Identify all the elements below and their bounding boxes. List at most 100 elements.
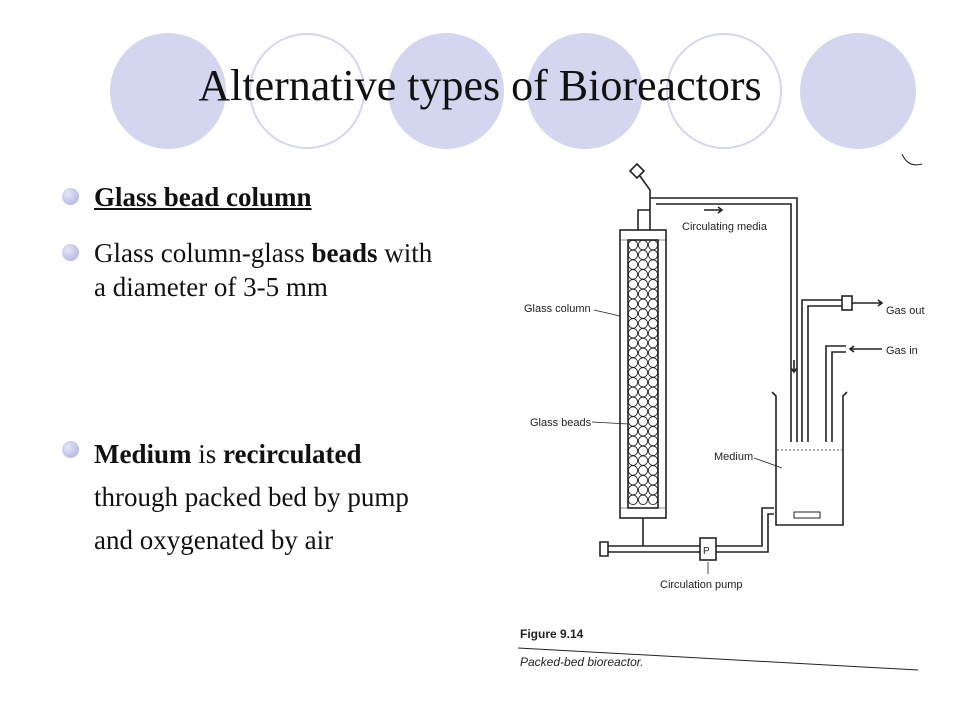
glass-bead <box>647 484 659 496</box>
glass-bead <box>627 435 639 447</box>
glass-bead <box>647 327 659 339</box>
decor-circle-3 <box>388 33 504 149</box>
bullet-recirculated-bold: recirculated <box>223 439 362 469</box>
glass-bead <box>637 465 649 476</box>
label-medium: Medium <box>714 451 753 463</box>
glass-bead <box>627 465 639 476</box>
decor-circle-1 <box>110 33 226 149</box>
glass-bead <box>637 474 649 486</box>
glass-bead <box>637 445 649 457</box>
glass-bead <box>647 278 659 290</box>
glass-bead <box>627 445 639 457</box>
glass-bead <box>647 416 659 427</box>
leader-glass-column <box>593 309 621 317</box>
glass-beads-pack <box>627 239 659 506</box>
bullet-heading-text: Glass bead column <box>94 182 312 212</box>
glass-bead <box>627 288 639 300</box>
glass-bead <box>637 357 649 368</box>
gas-in-arrow-icon <box>848 345 882 353</box>
glass-bead <box>627 327 639 339</box>
circulation-pump-icon <box>699 537 717 561</box>
glass-bead <box>627 308 639 319</box>
glass-bead <box>637 337 649 349</box>
beaker <box>771 391 848 526</box>
glass-bead <box>647 376 659 388</box>
glass-bead <box>647 347 659 359</box>
decor-circle-4 <box>527 33 643 149</box>
glass-bead <box>637 327 649 339</box>
glass-bead <box>627 259 639 270</box>
leader-medium <box>753 457 783 469</box>
glass-bead <box>627 416 639 427</box>
glass-bead <box>627 376 639 388</box>
glass-bead <box>627 367 639 378</box>
glass-bead <box>637 318 649 329</box>
label-gas-in: Gas in <box>886 345 918 357</box>
glass-bead <box>627 318 639 329</box>
glass-bead <box>637 367 649 378</box>
glass-bead <box>627 484 639 496</box>
bullet-medium-bold: Medium <box>94 439 192 469</box>
glass-bead <box>647 396 659 408</box>
packed-bed-bioreactor-figure: Circulating media Glass column Glass bea… <box>490 150 930 690</box>
pump-outlet-pipe <box>716 507 774 553</box>
bullet-beads-text: Glass column-glass beads with a diameter… <box>94 236 439 304</box>
glass-bead <box>627 278 639 290</box>
caption-number: Figure 9.14 <box>520 627 584 641</box>
glass-bead <box>647 465 659 476</box>
glass-bead <box>647 435 659 447</box>
glass-column-inner <box>627 239 659 509</box>
bullet-medium-text: Medium is recirculated through packed be… <box>94 433 439 562</box>
bullet-beads-post: with a diameter of 3-5 mm <box>94 238 433 302</box>
column-hatch <box>620 239 666 509</box>
label-glass-beads: Glass beads <box>530 417 592 429</box>
flow-down-arrow-icon <box>790 360 798 374</box>
glass-bead <box>627 249 639 261</box>
bottom-pipe <box>608 545 700 553</box>
glass-bead <box>637 278 649 290</box>
glass-bead <box>637 416 649 427</box>
caption-text: Packed-bed bioreactor. <box>520 655 644 669</box>
glass-bead <box>637 288 649 300</box>
label-glass-column: Glass column <box>524 303 591 315</box>
return-pipe <box>790 386 798 442</box>
glass-bead <box>627 474 639 486</box>
inlet-valve-icon <box>628 162 646 180</box>
glass-bead <box>647 357 659 368</box>
bullet-medium-mid: is <box>191 439 224 469</box>
glass-bead <box>627 406 639 417</box>
bullet-beads-bold: beads <box>311 238 378 268</box>
glass-bead <box>627 357 639 368</box>
glass-bead <box>647 425 659 437</box>
glass-bead <box>647 259 659 270</box>
inlet-pipe <box>639 175 651 230</box>
glass-bead <box>647 474 659 486</box>
glass-bead <box>627 494 639 506</box>
glass-bead <box>627 386 639 398</box>
circulating-media-pipe <box>650 197 798 386</box>
glass-bead <box>637 455 649 466</box>
glass-bead <box>627 347 639 359</box>
corner-mark <box>901 153 923 166</box>
glass-bead <box>647 239 659 251</box>
glass-bead <box>647 455 659 466</box>
glass-bead <box>637 298 649 310</box>
glass-bead <box>647 308 659 319</box>
glass-bead <box>637 386 649 398</box>
glass-bead <box>627 239 639 251</box>
glass-bead <box>647 386 659 398</box>
glass-bead <box>647 288 659 300</box>
glass-bead <box>637 425 649 437</box>
bottom-drain-valve-icon <box>599 541 609 557</box>
gas-out-pipe <box>801 299 842 442</box>
glass-bead <box>647 445 659 457</box>
bullet-beads-pre: Glass column-glass <box>94 238 312 268</box>
slide-title: Alternative types of Bioreactors <box>198 61 762 110</box>
glass-bead <box>647 367 659 378</box>
bioreactor-diagram: Circulating media Glass column Glass bea… <box>517 153 925 671</box>
bullet-medium-post: through packed bed by pump and oxygenate… <box>94 482 409 555</box>
stir-bar-icon <box>793 511 821 519</box>
bullet-dot-icon <box>62 244 79 261</box>
circulating-media-pipe-inner <box>656 203 792 386</box>
caption-rule <box>517 647 919 671</box>
